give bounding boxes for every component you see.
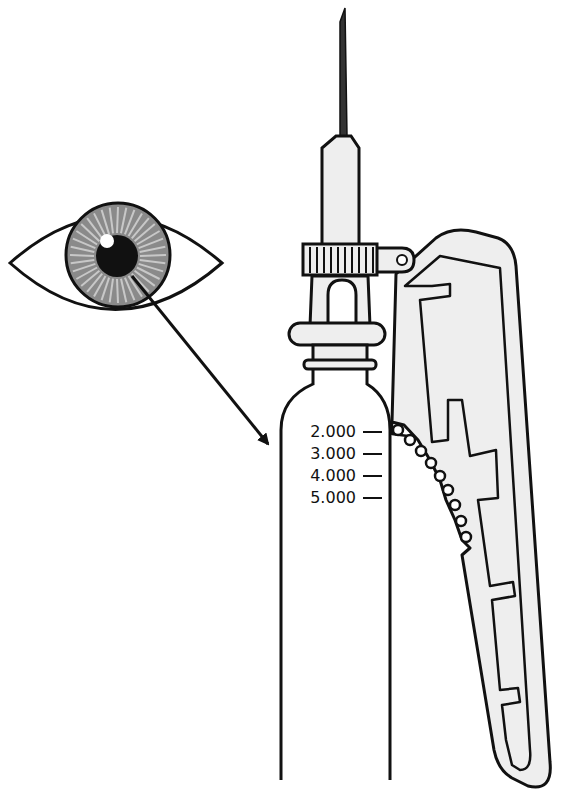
clip-teeth: [393, 425, 471, 542]
iris-ray: [102, 210, 110, 235]
iris-ray: [71, 247, 95, 252]
vial-ring: [304, 360, 376, 369]
iris-ray: [125, 210, 134, 235]
iris-ray: [70, 255, 94, 256]
iris-ray: [71, 260, 95, 263]
clip-tooth: [456, 516, 466, 526]
holder-clip: [392, 230, 550, 787]
clip-tooth: [416, 446, 426, 456]
knurl-line: [358, 247, 360, 273]
iris-ray: [137, 268, 160, 280]
iris-ray: [81, 271, 99, 286]
adapter-body: [310, 276, 370, 326]
iris-ray: [129, 213, 143, 236]
scale-label: 2.000: [309, 423, 357, 441]
scale-label: 3.000: [309, 445, 357, 463]
knurl-line: [351, 247, 353, 273]
clip-tooth: [405, 435, 415, 445]
iris-ray: [125, 278, 134, 301]
eye-highlight: [100, 234, 114, 248]
iris-ray: [132, 274, 149, 292]
clip-tooth: [435, 471, 445, 481]
knurling: [310, 247, 373, 273]
knurl-line: [372, 247, 374, 273]
knurl-line: [365, 247, 367, 273]
pupil: [96, 235, 138, 277]
sight-arrow: [132, 276, 268, 444]
iris-ray: [140, 260, 166, 263]
iris-ray: [121, 279, 126, 303]
vial-body: [281, 369, 390, 780]
iris-ray: [87, 218, 102, 238]
iris-ray: [140, 255, 166, 256]
iris-ray: [73, 264, 96, 272]
iris-ray: [87, 274, 102, 292]
vial-flange: [289, 323, 385, 345]
knurl-line: [330, 247, 332, 273]
tab-pin: [397, 255, 407, 265]
knurled-collar: [303, 244, 377, 275]
knurl-line: [316, 247, 318, 273]
iris-ray: [94, 276, 106, 297]
scale-ticks: [363, 432, 382, 498]
clip-tooth: [393, 425, 403, 435]
adapter-spike: [328, 280, 356, 326]
needle-hub: [322, 136, 359, 246]
collar-tab: [374, 248, 414, 272]
scale-label: 5.000: [309, 489, 357, 507]
iris-ray: [139, 239, 164, 249]
knurl-line: [309, 247, 311, 273]
knurl-line: [344, 247, 346, 273]
iris-ray: [121, 208, 126, 234]
iris-rays: [70, 207, 166, 303]
iris-ray: [135, 224, 155, 241]
iris-ray: [110, 279, 113, 303]
knurl-line: [323, 247, 325, 273]
iris-ray: [117, 279, 118, 303]
clip-tooth: [461, 532, 471, 542]
needle: [340, 8, 347, 136]
iris-ray: [110, 208, 113, 234]
knurl-line: [337, 247, 339, 273]
iris-ray: [140, 247, 166, 252]
iris-ray: [117, 207, 118, 233]
clip-tooth: [450, 500, 460, 510]
iris-ray: [137, 231, 160, 245]
iris-ray: [76, 231, 97, 245]
clip-tooth: [426, 458, 436, 468]
iris: [66, 203, 170, 307]
clip-tooth: [443, 485, 453, 495]
scale-label: 4.000: [309, 467, 357, 485]
